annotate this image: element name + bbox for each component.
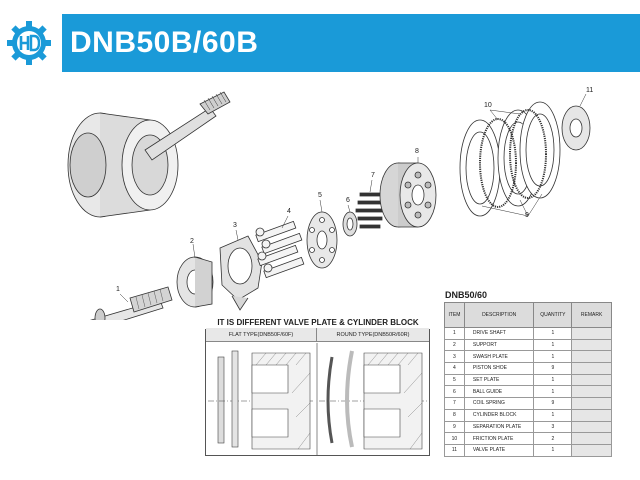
valve-plate-section-drawings xyxy=(208,343,427,455)
cell-item: 11 xyxy=(444,443,465,457)
cell-remark xyxy=(571,385,612,399)
callout-1: 1 xyxy=(116,286,120,293)
cell-remark xyxy=(571,327,612,340)
support-drawing xyxy=(176,256,214,308)
cell-quantity: 1 xyxy=(533,385,573,399)
cell-quantity: 9 xyxy=(533,362,573,375)
separation-plate-drawing xyxy=(459,101,561,217)
piston-shoe-drawing xyxy=(255,220,305,279)
coil-spring-drawing xyxy=(355,192,383,229)
column-header-description: DESCRIPTION xyxy=(463,302,535,328)
cell-quantity: 1 xyxy=(533,408,573,422)
exploded-view-drawing xyxy=(67,91,591,320)
column-header-quantity: QUANTITY xyxy=(533,302,573,328)
valve-plate-drawing xyxy=(561,105,591,151)
callout-3: 3 xyxy=(233,222,237,229)
cell-quantity: 1 xyxy=(533,443,573,457)
callout-11: 11 xyxy=(586,87,594,94)
cell-description: BALL GUIDE xyxy=(463,385,535,399)
cell-remark xyxy=(571,408,612,422)
callout-9: 9 xyxy=(525,212,529,219)
cell-remark xyxy=(571,443,612,457)
cell-item: 3 xyxy=(444,350,465,364)
cell-quantity: 1 xyxy=(533,373,573,387)
callout-2: 2 xyxy=(190,238,194,245)
cell-description: COIL SPRING xyxy=(463,397,535,410)
drive-shaft-drawing xyxy=(89,286,173,320)
cell-description: VALVE PLATE xyxy=(463,443,535,457)
set-plate-drawing xyxy=(306,211,338,269)
cell-item: 6 xyxy=(444,385,465,399)
cell-quantity: 1 xyxy=(533,338,573,352)
cell-item: 4 xyxy=(444,362,465,375)
cell-remark xyxy=(571,373,612,387)
cell-quantity: 9 xyxy=(533,397,573,410)
callout-7: 7 xyxy=(371,172,375,179)
cell-remark xyxy=(571,350,612,364)
parts-table-header-row: ITEM DESCRIPTION QUANTITY REMARK xyxy=(444,302,612,328)
callout-5: 5 xyxy=(318,192,322,199)
valve-plate-comparison-title: IT IS DIFFERENT VALVE PLATE & CYLINDER B… xyxy=(217,318,419,327)
cell-item: 2 xyxy=(444,338,465,352)
callout-10: 10 xyxy=(484,102,492,109)
cell-description: FRICTION PLATE xyxy=(463,432,535,445)
callout-4: 4 xyxy=(287,208,291,215)
cell-description: PISTON SHOE xyxy=(463,362,535,375)
cell-item: 5 xyxy=(444,373,465,387)
cell-remark xyxy=(571,362,612,375)
cell-description: SET PLATE xyxy=(463,373,535,387)
cell-description: CYLINDER BLOCK xyxy=(463,408,535,422)
header-bar xyxy=(0,14,640,72)
cell-remark xyxy=(571,397,612,410)
assembled-motor-drawing xyxy=(67,91,231,218)
hd-gear-logo-icon xyxy=(7,21,51,65)
cell-item: 8 xyxy=(444,408,465,422)
swash-plate-drawing xyxy=(219,235,263,311)
column-header-item: ITEM xyxy=(444,302,465,328)
cell-quantity: 1 xyxy=(533,327,573,340)
cell-quantity: 3 xyxy=(533,420,573,434)
cell-description: SEPARATION PLATE xyxy=(463,420,535,434)
cell-item: 10 xyxy=(444,432,465,445)
callout-6: 6 xyxy=(346,197,350,204)
cell-quantity: 2 xyxy=(533,432,573,445)
logo xyxy=(0,14,62,72)
cell-item: 9 xyxy=(444,420,465,434)
cell-remark xyxy=(571,432,612,445)
callout-8: 8 xyxy=(415,148,419,155)
cell-remark xyxy=(571,420,612,434)
cell-item: 7 xyxy=(444,397,465,410)
column-header-remark: REMARK xyxy=(571,302,612,328)
cell-remark xyxy=(571,338,612,352)
cell-item: 1 xyxy=(444,327,465,340)
cell-quantity: 1 xyxy=(533,350,573,364)
round-type-label: ROUND TYPE(DNB50R/60R) xyxy=(317,328,429,342)
cell-description: SWASH PLATE xyxy=(463,350,535,364)
flat-type-label: FLAT TYPE(DNB50F/60F) xyxy=(206,328,317,342)
cell-description: DRIVE SHAFT xyxy=(463,327,535,340)
parts-table-title: DNB50/60 xyxy=(445,290,488,300)
friction-plate-drawing xyxy=(479,109,547,208)
ball-guide-drawing xyxy=(342,211,358,237)
page-title: DNB50B/60B xyxy=(70,26,259,59)
cylinder-block-drawing xyxy=(379,162,437,228)
cell-description: SUPPORT xyxy=(463,338,535,352)
